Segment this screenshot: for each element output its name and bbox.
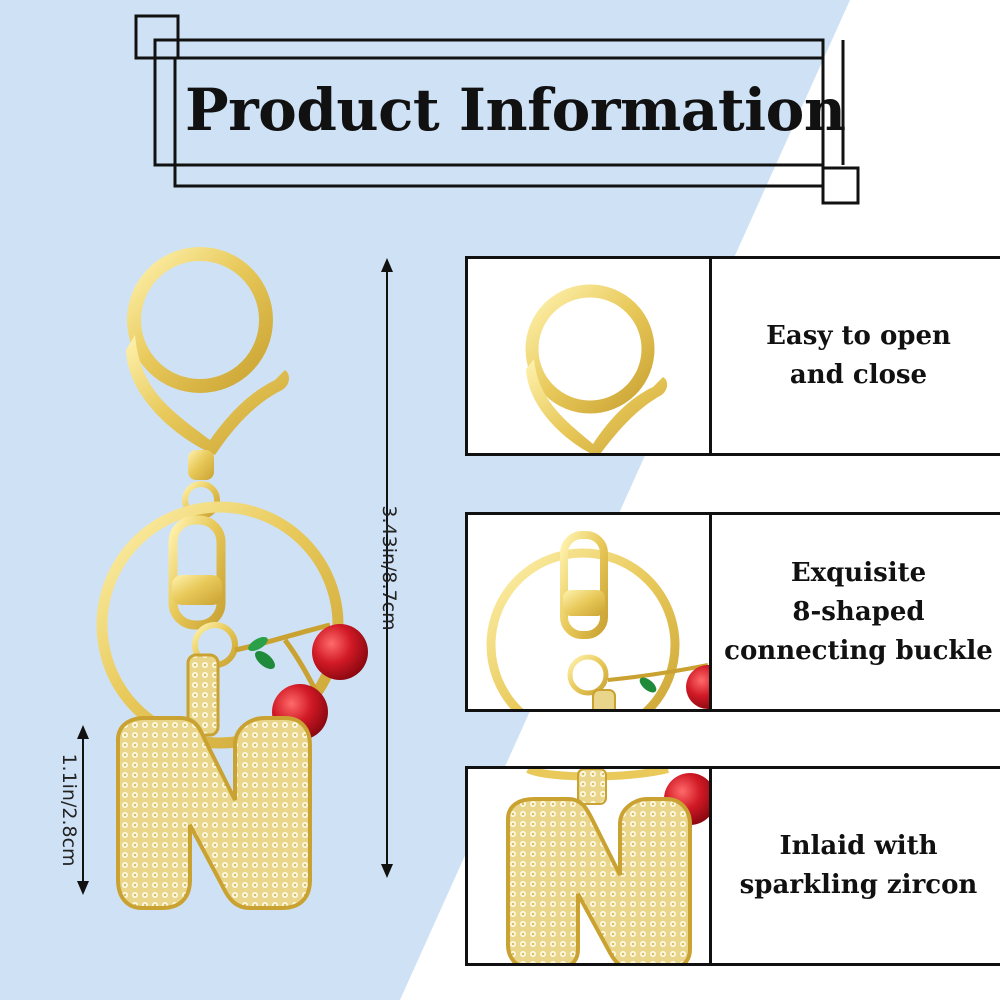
letter-dimension-label: 1.1in/2.8cm — [58, 753, 80, 867]
feature-card-buckle: Exquisite 8-shaped connecting buckle — [465, 512, 1000, 712]
feature-caption: Easy to open and close — [766, 321, 951, 390]
feature-thumbnail — [468, 259, 712, 453]
letter-dimension-arrow — [77, 725, 89, 895]
feature-caption: Inlaid with sparkling zircon — [739, 831, 978, 900]
keychain-illustration — [96, 247, 368, 910]
feature-caption: Exquisite 8-shaped connecting buckle — [724, 557, 993, 666]
height-dimension-label: 3.43in/8.7cm — [378, 505, 400, 631]
title-frame — [134, 14, 860, 205]
letter-n-pendant — [506, 797, 692, 963]
feature-thumbnail — [468, 769, 712, 963]
swivel-buckle — [168, 515, 226, 630]
lobster-clasp — [126, 335, 290, 455]
height-dimension-arrow — [381, 258, 393, 878]
letter-n-pendant — [116, 716, 312, 910]
feature-card-zircon: Inlaid with sparkling zircon — [465, 766, 1000, 966]
split-ring — [486, 548, 680, 709]
swivel-buckle — [560, 531, 608, 639]
clasp-ring — [127, 247, 273, 393]
cherry — [312, 624, 368, 680]
cherry — [686, 665, 709, 709]
feature-card-clasp: Easy to open and close — [465, 256, 1000, 456]
lobster-clasp — [526, 359, 668, 453]
feature-thumbnail — [468, 515, 712, 709]
page-title: Product Information — [185, 76, 846, 144]
clasp-ring — [525, 284, 655, 414]
